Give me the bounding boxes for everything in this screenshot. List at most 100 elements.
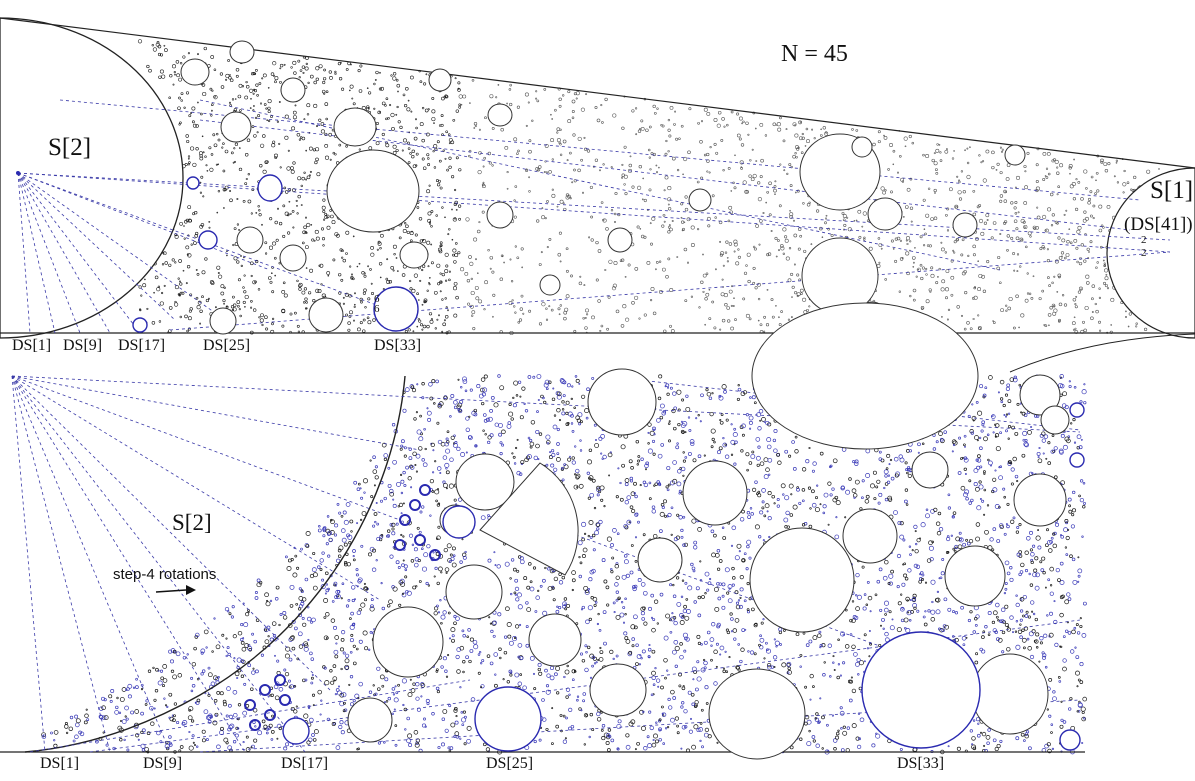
dust-speck bbox=[746, 252, 751, 257]
dust-speck bbox=[350, 277, 353, 280]
dust-speck bbox=[233, 657, 236, 660]
dust-speck bbox=[676, 724, 679, 728]
dust-speck bbox=[972, 253, 976, 257]
dust-speck bbox=[462, 634, 466, 638]
dust-speck bbox=[627, 263, 631, 267]
dust-speck bbox=[174, 73, 176, 76]
dust-speck bbox=[244, 153, 249, 157]
dust-speck bbox=[267, 119, 271, 123]
dust-speck bbox=[736, 133, 741, 138]
dust-speck bbox=[292, 115, 297, 120]
dust-speck bbox=[687, 150, 691, 155]
dust-speck bbox=[339, 248, 343, 252]
dust-speck bbox=[726, 256, 729, 259]
dust-speck bbox=[330, 214, 334, 219]
dust-speck bbox=[972, 630, 977, 634]
dust-speck bbox=[950, 534, 953, 537]
dust-speck bbox=[883, 136, 888, 140]
dust-speck bbox=[161, 263, 165, 266]
dust-speck bbox=[1016, 253, 1020, 256]
dust-speck bbox=[782, 493, 785, 496]
dust-speck bbox=[222, 299, 226, 303]
dust-speck bbox=[244, 643, 249, 648]
dust-speck bbox=[1095, 309, 1099, 314]
dust-speck bbox=[1083, 169, 1088, 174]
dust-speck bbox=[711, 437, 715, 441]
dust-speck bbox=[595, 522, 601, 527]
dust-speck bbox=[952, 511, 957, 515]
dust-speck bbox=[1049, 192, 1054, 197]
dust-speck bbox=[418, 436, 424, 442]
dust-speck bbox=[555, 666, 560, 671]
dust-speck bbox=[441, 272, 445, 277]
dust-speck bbox=[578, 574, 582, 579]
dust-speck bbox=[682, 614, 685, 618]
dust-speck bbox=[815, 209, 820, 213]
dust-speck bbox=[380, 233, 384, 238]
dust-speck bbox=[715, 151, 719, 155]
dust-speck bbox=[397, 566, 401, 569]
dust-speck bbox=[941, 279, 946, 284]
dust-speck bbox=[958, 179, 961, 182]
dust-speck bbox=[752, 245, 756, 249]
dust-speck bbox=[427, 108, 430, 111]
dust-speck bbox=[789, 209, 791, 212]
dust-speck bbox=[228, 101, 232, 104]
dust-speck bbox=[747, 133, 750, 136]
dust-speck bbox=[577, 412, 583, 418]
dust-speck bbox=[236, 300, 241, 304]
dust-speck bbox=[436, 690, 440, 694]
dust-speck bbox=[740, 143, 745, 147]
dust-speck bbox=[1049, 566, 1055, 572]
dust-speck bbox=[600, 324, 604, 328]
dust-speck bbox=[669, 324, 672, 328]
dust-speck bbox=[636, 185, 642, 190]
dust-speck bbox=[423, 427, 426, 431]
dust-speck bbox=[559, 260, 562, 263]
dust-speck bbox=[748, 461, 753, 465]
dust-speck bbox=[308, 174, 311, 177]
dust-speck bbox=[1020, 313, 1025, 318]
dust-speck bbox=[923, 228, 926, 230]
dust-speck bbox=[1045, 457, 1048, 460]
dust-speck bbox=[546, 200, 549, 203]
dust-speck bbox=[906, 271, 910, 276]
dust-speck bbox=[840, 485, 845, 491]
dust-speck bbox=[318, 264, 321, 267]
dust-speck bbox=[896, 236, 901, 241]
dust-speck bbox=[1046, 259, 1050, 263]
dust-speck bbox=[444, 279, 448, 282]
dust-speck bbox=[819, 697, 822, 700]
dust-speck bbox=[704, 297, 708, 301]
dust-speck bbox=[342, 302, 345, 305]
dust-speck bbox=[178, 77, 183, 82]
dust-speck bbox=[439, 472, 442, 474]
dust-speck bbox=[1068, 707, 1072, 711]
dust-speck bbox=[370, 495, 374, 499]
dust-speck bbox=[750, 512, 754, 516]
dust-speck bbox=[972, 244, 976, 249]
dust-speck bbox=[344, 664, 350, 670]
dust-speck bbox=[159, 69, 164, 74]
dust-speck bbox=[703, 660, 708, 666]
dust-speck bbox=[583, 585, 589, 591]
dust-speck bbox=[640, 234, 645, 239]
dust-speck bbox=[516, 105, 520, 109]
dust-speck bbox=[719, 645, 725, 651]
dust-speck bbox=[487, 248, 490, 252]
dust-speck bbox=[559, 142, 562, 146]
dust-speck bbox=[184, 314, 188, 319]
dust-speck bbox=[124, 715, 127, 718]
dust-speck bbox=[489, 255, 494, 260]
dust-speck bbox=[589, 653, 595, 659]
dust-speck bbox=[284, 114, 289, 119]
dust-speck bbox=[447, 233, 450, 236]
dust-speck bbox=[171, 64, 177, 69]
dust-speck bbox=[278, 221, 283, 226]
dust-speck bbox=[1010, 236, 1014, 240]
dust-speck bbox=[783, 629, 786, 632]
dust-speck bbox=[438, 566, 443, 572]
dust-speck bbox=[197, 53, 199, 56]
dust-speck bbox=[897, 171, 899, 174]
dust-speck bbox=[472, 327, 476, 331]
